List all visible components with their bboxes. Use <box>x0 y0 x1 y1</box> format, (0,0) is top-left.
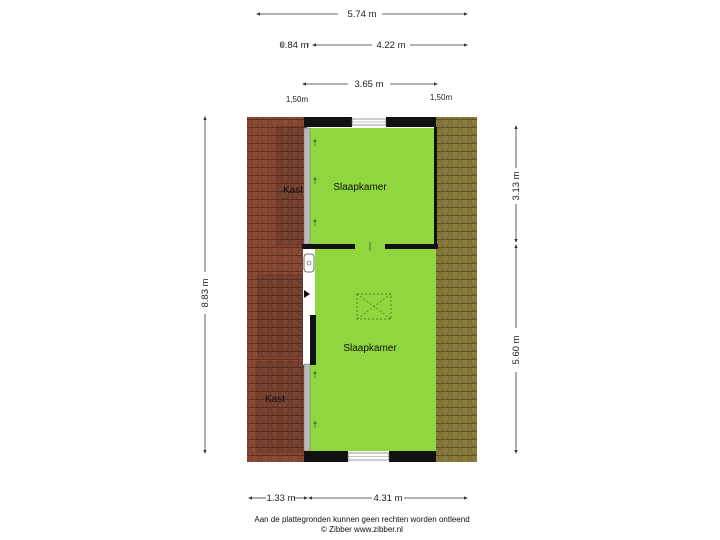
closet-bottom-area <box>255 361 304 453</box>
height-marker-left: 1,50m <box>286 95 309 104</box>
dimension-top-right-label: 4.22 m <box>376 40 405 51</box>
room-label-bedroom-bottom: Slaapkamer <box>343 343 397 354</box>
knee-wall-top <box>303 127 311 245</box>
room-label-bedroom-top: Slaapkamer <box>333 182 387 193</box>
dimension-top-total-label: 5.74 m <box>347 9 376 20</box>
dimension-bottom-right-label: 4.31 m <box>373 493 402 504</box>
dimension-bottom: 1.33 m 4.31 m <box>248 493 468 504</box>
landing-lower <box>303 315 310 365</box>
roof-window-area <box>257 274 304 358</box>
dimension-top-inner: 3.65 m <box>302 79 438 90</box>
height-marker-right: 1,50m <box>430 93 453 102</box>
dimension-bottom-left-label: 1.33 m <box>266 493 295 504</box>
bedroom-bottom-floor <box>309 249 436 451</box>
footer-disclaimer: Aan de plattegronden kunnen geen rechten… <box>254 515 469 524</box>
dimension-top-inner-label: 3.65 m <box>354 79 383 90</box>
room-label-closet-top: Kast <box>283 185 303 196</box>
dimension-right-upper-label: 3.13 m <box>511 171 522 200</box>
roof-slope-right <box>436 117 477 462</box>
dimension-top-left-label: 0.84 m <box>279 40 308 51</box>
slope-arrows <box>313 138 317 428</box>
dimension-right-upper: 3.13 m <box>511 125 522 243</box>
dimension-right-lower-label: 5.60 m <box>511 335 522 364</box>
dimension-top-split: 0.84 m 4.22 m <box>279 40 468 51</box>
skylight-icon <box>356 293 392 320</box>
sink-icon <box>303 253 315 273</box>
dimension-left-total-label: 8.83 m <box>200 278 211 307</box>
room-label-closet-bottom: Kast <box>265 394 285 405</box>
stair-arrow-icon <box>304 290 310 298</box>
dimension-top-total: 5.74 m <box>256 9 468 20</box>
bedroom-top-floor <box>309 128 436 244</box>
dimension-left-total: 8.83 m <box>200 116 211 454</box>
dimension-right-lower: 5.60 m <box>511 244 522 454</box>
knee-wall-bottom <box>303 363 311 452</box>
footer-copyright: © Zibber www.zibber.nl <box>321 525 403 534</box>
